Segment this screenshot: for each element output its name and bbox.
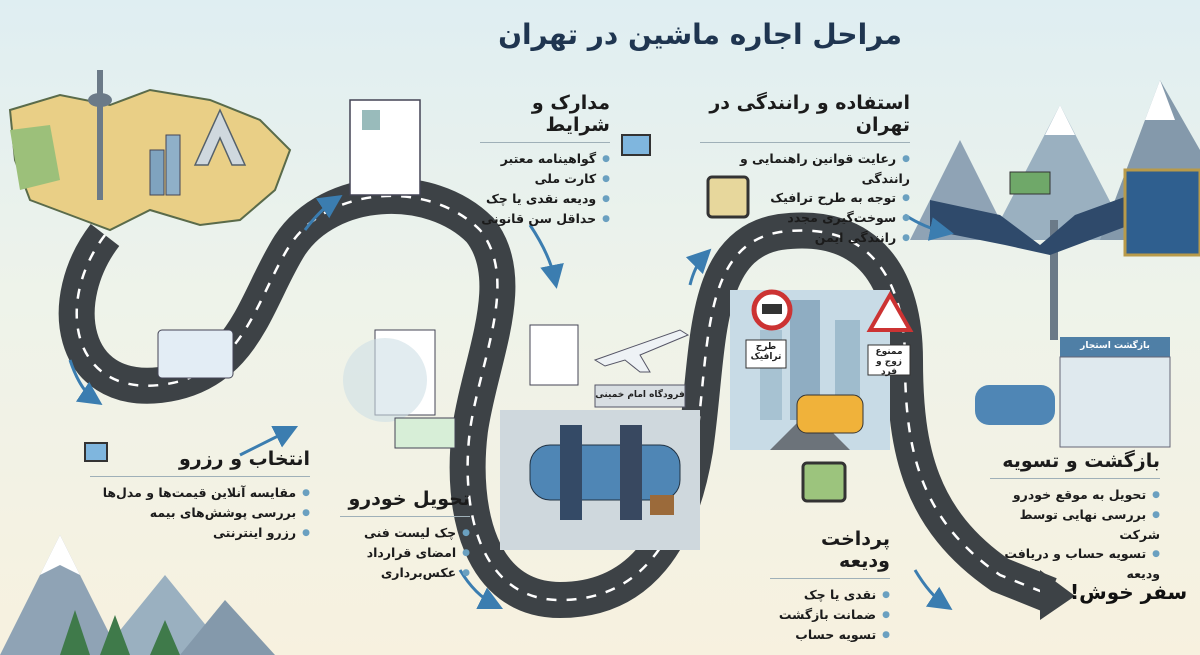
list-item: سوخت‌گیری مجدد — [700, 208, 910, 228]
persian-carpet-icon — [1123, 168, 1200, 257]
handshake-icon — [930, 195, 1130, 255]
list-item: بررسی پوشش‌های بیمه — [90, 503, 310, 523]
airport-scene — [500, 329, 700, 550]
step-title: استفاده و رانندگی در تهران — [700, 92, 910, 143]
clipboard-icon — [529, 324, 579, 386]
list-item: گواهینامه معتبر — [480, 149, 610, 169]
step-title: تحویل خودرو — [340, 488, 470, 517]
list-item: مقایسه آنلاین قیمت‌ها و مدل‌ها — [90, 483, 310, 503]
city-scene — [730, 289, 914, 450]
blue-car — [529, 444, 681, 501]
page-title: مراحل اجاره ماشین در تهران — [498, 18, 902, 51]
milad-tower-icon — [88, 70, 112, 200]
list-item: امضای قرارداد — [340, 543, 470, 563]
monitor-icon — [621, 134, 651, 156]
list-item: ضمانت بازگشت — [770, 605, 890, 625]
list-item: رعایت قوانین راهنمایی و رانندگی — [700, 149, 910, 188]
list-item: عکس‌برداری — [340, 563, 470, 583]
step-delivery: تحویل خودرو چک لیست فنیامضای قراردادعکس‌… — [340, 488, 470, 583]
step-title: مدارک و شرایط — [480, 92, 610, 143]
list-item: کارت ملی — [480, 169, 610, 189]
list-item: چک لیست فنی — [340, 523, 470, 543]
end-label: سفر خوش! — [1070, 580, 1188, 604]
step-booking: انتخاب و رزرو مقایسه آنلاین قیمت‌ها و مد… — [90, 448, 310, 543]
step-deposit: پرداخت ودیعه نقدی یا چکضمانت بازگشتتسویه… — [770, 528, 890, 645]
documents-icon — [343, 99, 456, 449]
list-item: توجه به طرح ترافیک — [700, 188, 910, 208]
id-card-icon — [157, 329, 234, 379]
azadi-tower-icon — [193, 108, 247, 166]
list-item: نقدی یا چک — [770, 585, 890, 605]
step-return: بازگشت و تسویه تحویل به موقع خودروبررسی … — [990, 450, 1160, 583]
step-title: انتخاب و رزرو — [90, 448, 310, 477]
list-item: تسویه حساب — [770, 625, 890, 645]
map-pin-tablet-icon — [801, 461, 847, 503]
step-title: بازگشت و تسویه — [990, 450, 1160, 479]
airport-sign: فرودگاه امام خمینی — [595, 390, 685, 400]
return-office-sign: بازگشت استجار — [1080, 341, 1150, 351]
mountains-left — [0, 535, 275, 655]
return-office — [975, 220, 1171, 448]
monitor-icon — [84, 442, 108, 462]
traffic-plan-sign: طرح ترافیک — [750, 342, 782, 362]
step-title: پرداخت ودیعه — [770, 528, 890, 579]
step-documents: مدارک و شرایط گواهینامه معتبرکارت ملیودی… — [480, 92, 610, 229]
list-item: ودیعه نقدی یا چک — [480, 189, 610, 209]
airplane-icon — [593, 329, 690, 373]
list-item: حداقل سن قانونی — [480, 209, 610, 229]
list-item: رانندگی ایمن — [700, 228, 910, 248]
list-item: تحویل به موقع خودرو — [990, 485, 1160, 505]
list-item: بررسی نهایی توسط شرکت — [990, 505, 1160, 544]
step-driving: استفاده و رانندگی در تهران رعایت قوانین … — [700, 92, 910, 248]
odd-even-sign: ممنوع زوج و فرد — [875, 347, 903, 377]
list-item: تسویه حساب و دریافت ودیعه — [990, 544, 1160, 583]
list-item: رزرو اینترنتی — [90, 523, 310, 543]
taxi-car — [796, 394, 864, 434]
